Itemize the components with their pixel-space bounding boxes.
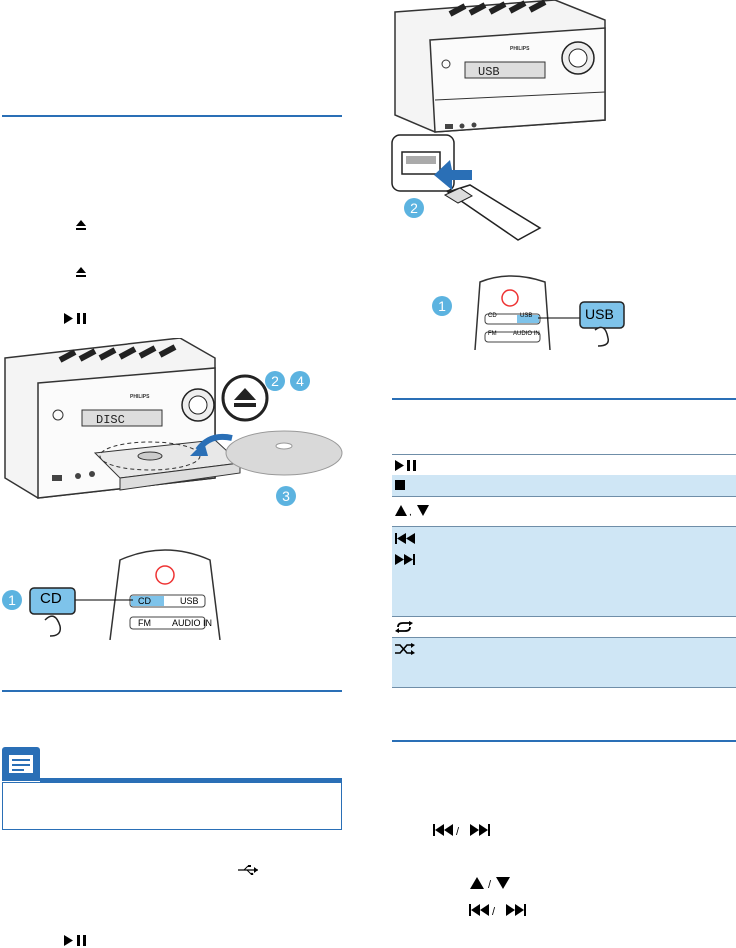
next-icon [395, 554, 415, 565]
stop-icon [395, 480, 406, 491]
step-badge: 1 [432, 296, 452, 316]
play-pause-icon [64, 313, 90, 324]
table-row [392, 617, 736, 638]
remote-btn-audio-in: AUDIO IN [513, 331, 540, 337]
section-rule-play-usb [2, 690, 342, 692]
eject-icon [76, 267, 86, 278]
up-down-icons: / [470, 877, 522, 889]
display-text: USB [478, 65, 500, 79]
prev-next-icons: / [466, 904, 534, 916]
up-down-icons: , [395, 505, 435, 516]
step-badge: 2 [265, 371, 285, 391]
note-icon [2, 747, 40, 781]
table-row [392, 527, 736, 617]
table-row [392, 454, 736, 476]
repeat-icon [395, 621, 413, 633]
section-rule-program-tracks [392, 740, 736, 742]
svg-text:PHILIPS: PHILIPS [130, 394, 150, 400]
callout-usb-label: USB [585, 306, 614, 322]
prev-next-icons: / [430, 824, 498, 836]
svg-text:/: / [488, 879, 492, 889]
table-row [392, 638, 736, 688]
remote-btn-usb: USB [180, 596, 199, 606]
usb-insert-illustration: USB PHILIPS [390, 0, 640, 252]
step-badge: 4 [290, 371, 310, 391]
shuffle-icon [395, 643, 415, 655]
play-pause-icon [64, 935, 90, 946]
play-pause-icon [395, 460, 419, 471]
svg-text:,: , [409, 507, 412, 516]
remote-btn-fm: FM [138, 618, 151, 628]
section-rule-play-disc [2, 115, 342, 117]
step-badge: 3 [276, 486, 296, 506]
remote-btn-audio-in: AUDIO IN [172, 618, 212, 628]
section-rule-playback-control [392, 398, 736, 400]
table-row [392, 475, 736, 497]
step-badge: 2 [404, 198, 424, 218]
note-tab [2, 747, 40, 781]
remote-btn-fm: FM [488, 331, 497, 337]
svg-text:/: / [456, 826, 460, 836]
svg-text:PHILIPS: PHILIPS [510, 46, 530, 52]
note-box [2, 782, 342, 830]
eject-icon [76, 220, 86, 231]
remote-btn-usb: USB [520, 313, 532, 319]
callout-cd-label: CD [40, 590, 62, 607]
svg-text:/: / [492, 906, 496, 916]
table-row: , [392, 497, 736, 527]
remote-btn-cd: CD [488, 313, 497, 319]
disc-loading-illustration: DISC PHILIPS [0, 338, 345, 510]
step-badge: 1 [2, 590, 22, 610]
prev-icon [395, 533, 415, 544]
display-text: DISC [96, 413, 125, 427]
remote-btn-cd: CD [138, 596, 151, 606]
usb-icon [238, 865, 260, 875]
